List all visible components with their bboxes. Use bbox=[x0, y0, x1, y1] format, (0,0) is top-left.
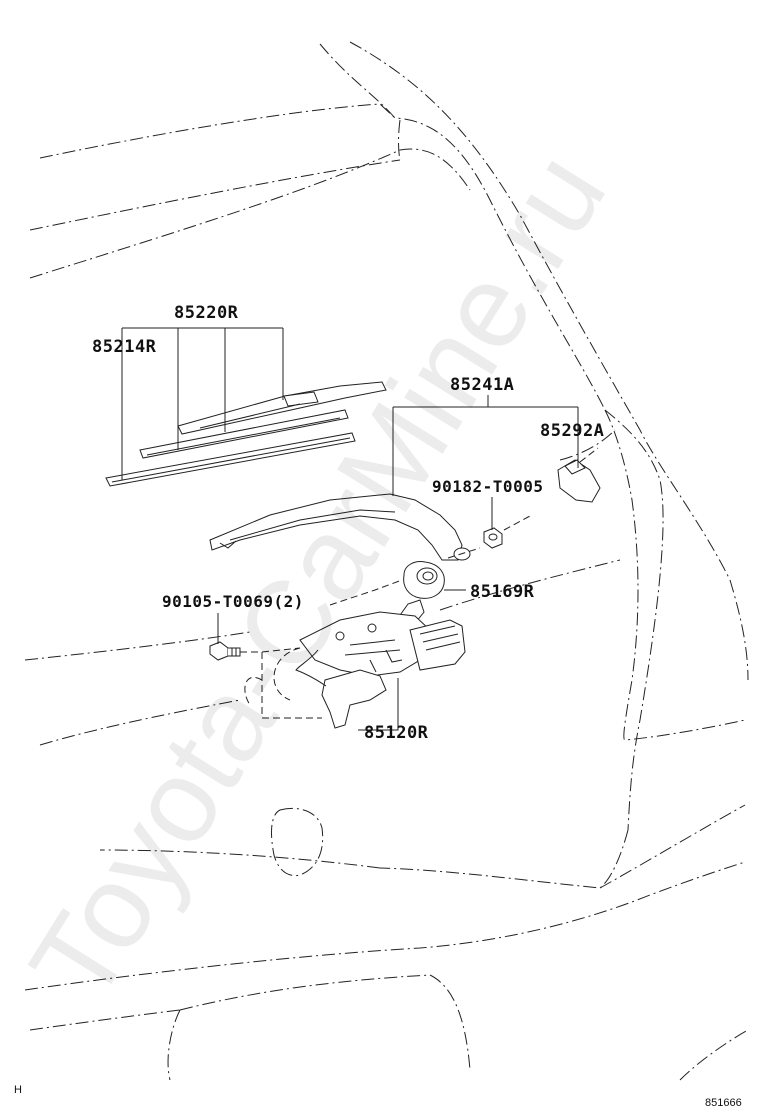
watermark-text: Toyota-CarMine.ru bbox=[5, 131, 631, 1024]
label-90182-T0005: 90182-T0005 bbox=[432, 477, 543, 496]
assembly-reference-lines bbox=[240, 447, 599, 719]
label-85220R: 85220R bbox=[174, 303, 239, 323]
pivot-cap-part[interactable] bbox=[403, 561, 445, 599]
bolt-part[interactable] bbox=[209, 641, 241, 661]
wiper-arm-cover[interactable] bbox=[557, 459, 601, 503]
wiper-motor-part[interactable] bbox=[295, 599, 466, 729]
vehicle-body-outline bbox=[24, 41, 749, 1081]
wiper-arm[interactable] bbox=[209, 493, 471, 561]
label-85241A: 85241A bbox=[450, 375, 514, 395]
wiper-blade-assembly[interactable] bbox=[105, 381, 387, 487]
label-85292A: 85292A bbox=[540, 421, 604, 441]
label-85120R: 85120R bbox=[364, 723, 429, 743]
label-85214R: 85214R bbox=[92, 337, 157, 357]
corner-code: H bbox=[14, 1084, 22, 1096]
callout-leaders bbox=[121, 327, 579, 731]
nut-part[interactable] bbox=[483, 527, 503, 549]
illustration-number: 851666 bbox=[705, 1097, 742, 1109]
label-90105-T0069: 90105-T0069(2) bbox=[162, 592, 304, 611]
label-85169R: 85169R bbox=[470, 582, 535, 602]
